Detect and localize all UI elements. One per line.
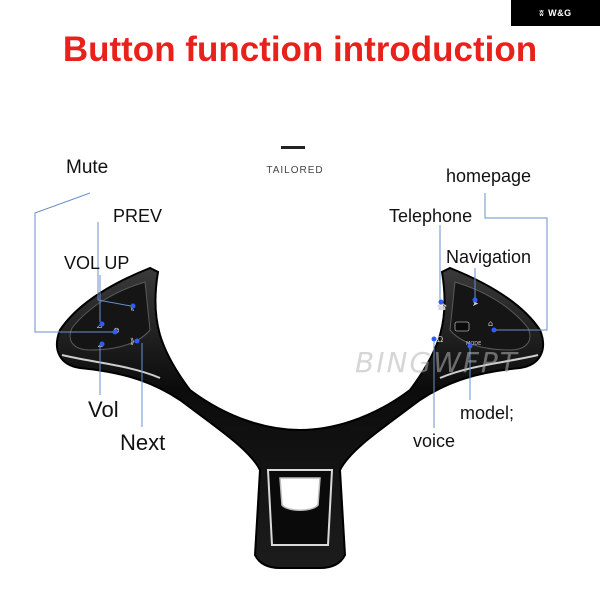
svg-text:➤: ➤ [472, 299, 479, 308]
label-telephone: Telephone [389, 206, 473, 226]
model-dot [467, 343, 473, 349]
right-button-dots [431, 297, 497, 349]
volup-dot [99, 321, 105, 327]
prev-leader [97, 222, 132, 307]
homepage-dot [491, 327, 497, 333]
svg-text:Ω: Ω [437, 335, 443, 344]
navigation-dot [472, 297, 478, 303]
mute-leader [34, 192, 113, 333]
label-voice: voice [413, 431, 456, 451]
mute-dot [112, 329, 118, 335]
left-button-dots [99, 303, 140, 347]
svg-text:⊿: ⊿ [96, 321, 103, 330]
vol-dot [99, 341, 105, 347]
right-button-icons: ☎ ➤ ⌂ Ω MODE [437, 299, 493, 347]
label-homepage: homepage [446, 166, 532, 186]
label-next: Next [120, 430, 166, 455]
label-model: model; [460, 403, 515, 423]
brand-name: W&G [548, 8, 572, 18]
tailored-bar [281, 146, 305, 149]
left-edge-highlight [61, 354, 161, 379]
label-prev: PREV [113, 206, 163, 226]
watermark: BINGWFPT [355, 346, 519, 379]
label-vol-up: VOL UP [64, 253, 130, 273]
label-mute: Mute [66, 157, 109, 178]
svg-text:☎: ☎ [437, 303, 447, 312]
bottom-insert-inner [279, 477, 321, 511]
voice-dot [431, 336, 437, 342]
svg-text:⌂: ⌂ [488, 319, 493, 328]
right-button-panel [449, 281, 531, 351]
svg-text:MODE: MODE [466, 341, 481, 347]
label-vol: Vol [88, 397, 119, 422]
tailored-text: TAILORED [266, 165, 324, 176]
label-navigation: Navigation [446, 247, 532, 267]
right-edge-highlight [439, 354, 539, 379]
page-title: Button function introduction [62, 30, 538, 69]
brand-logo-icon: ʬ [539, 8, 545, 18]
brand-badge: ʬ W&G [511, 0, 600, 26]
left-leader-lines [34, 192, 143, 427]
homepage-leader [484, 193, 548, 331]
svg-text:⟫: ⟫ [130, 337, 134, 346]
prev-dot [130, 303, 136, 309]
next-dot [134, 338, 140, 344]
telephone-dot [438, 299, 444, 305]
right-leader-lines [433, 193, 548, 428]
